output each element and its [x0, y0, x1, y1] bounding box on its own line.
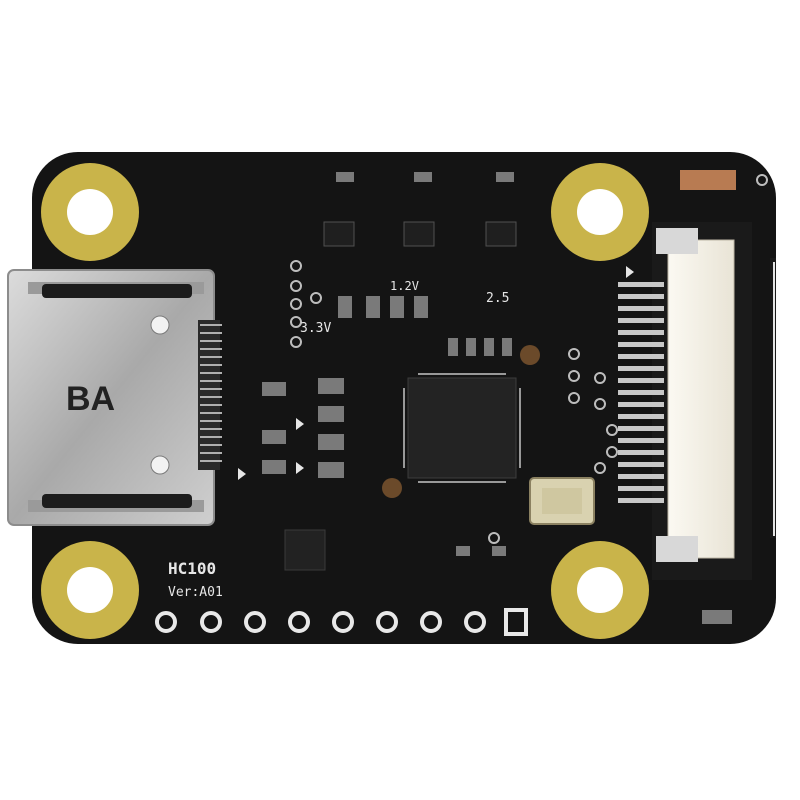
- header-pin-row: [155, 608, 528, 636]
- fpc-connector: [618, 222, 776, 580]
- smd-components: [262, 170, 736, 624]
- silk-arrows: [238, 266, 634, 480]
- voltage-label-1v2: 1.2V: [390, 279, 419, 293]
- crystal-oscillator: [529, 477, 595, 525]
- voltage-label-1v2-value: 1.2: [390, 279, 412, 293]
- vias: [290, 174, 768, 544]
- mounting-hole-top-left: [41, 163, 139, 261]
- hdmi-connector: BA: [7, 269, 222, 526]
- mounting-hole-bottom-left: [41, 541, 139, 639]
- board-version-label: Ver:A01: [168, 585, 223, 600]
- voltage-label-1v2-suffix: V: [412, 279, 419, 293]
- connector-marking: BA: [66, 380, 115, 418]
- small-ic-chip: [284, 529, 326, 571]
- mounting-hole-top-right: [551, 163, 649, 261]
- board-model-label: HC100: [168, 559, 216, 578]
- pads: [382, 345, 540, 498]
- mounting-hole-bottom-right: [551, 541, 649, 639]
- voltage-label-2v5: 2.5: [486, 291, 509, 306]
- main-ic-chip: [403, 373, 521, 483]
- voltage-label-3v3: 3.3V: [300, 321, 331, 336]
